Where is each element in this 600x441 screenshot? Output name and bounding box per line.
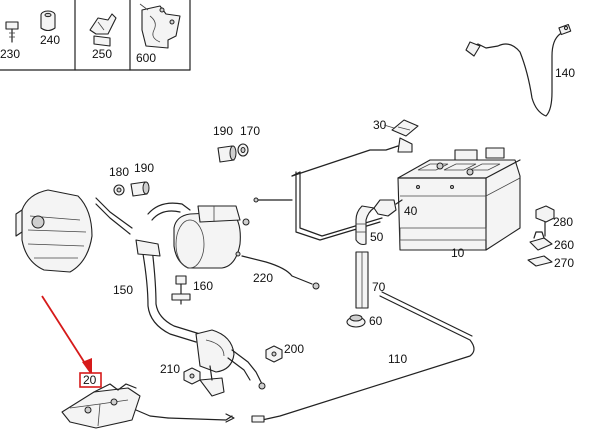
part-240-sleeve-icon[interactable] [40, 10, 56, 32]
label-180[interactable]: 180 [109, 165, 129, 179]
part-terminal-assembly[interactable] [195, 329, 266, 397]
part-260-clamp[interactable] [529, 231, 553, 251]
part-280-screw[interactable] [535, 205, 555, 237]
legend-label-230[interactable]: 230 [0, 47, 20, 61]
label-190-left[interactable]: 190 [134, 161, 154, 175]
part-110-long-cable[interactable] [251, 291, 475, 423]
label-40[interactable]: 40 [404, 204, 418, 218]
label-270[interactable]: 270 [554, 256, 574, 270]
label-220[interactable]: 220 [253, 271, 273, 285]
label-60[interactable]: 60 [369, 314, 383, 328]
part-160-bolt[interactable] [171, 275, 191, 305]
part-270-plate[interactable] [527, 255, 553, 267]
label-160[interactable]: 160 [193, 279, 213, 293]
part-positive-cable-routing[interactable] [253, 137, 413, 241]
label-280[interactable]: 280 [553, 215, 573, 229]
legend-label-600[interactable]: 600 [136, 51, 156, 65]
label-210[interactable]: 210 [160, 362, 180, 376]
part-140-ground-cable[interactable] [465, 23, 572, 117]
label-190-top[interactable]: 190 [213, 124, 233, 138]
label-110[interactable]: 110 [388, 352, 407, 366]
part-600-harness-icon[interactable] [139, 3, 181, 49]
legend-panel: 230 240 250 600 [0, 0, 191, 71]
part-250-clip-icon[interactable] [89, 13, 117, 47]
part-230-screw-icon[interactable] [5, 21, 19, 43]
part-60-grommet[interactable] [346, 314, 366, 328]
label-170[interactable]: 170 [240, 124, 260, 138]
label-140[interactable]: 140 [555, 66, 575, 80]
part-220-starter-cable[interactable] [241, 255, 320, 290]
part-30-bracket[interactable] [391, 119, 419, 137]
label-260[interactable]: 260 [554, 238, 574, 252]
label-10[interactable]: 10 [451, 246, 465, 260]
part-10-battery[interactable] [397, 147, 521, 251]
label-70[interactable]: 70 [372, 280, 386, 294]
part-50-terminal[interactable] [355, 205, 375, 246]
highlight-callout-20[interactable]: 20 [41, 295, 102, 388]
part-40-clamp[interactable] [373, 199, 403, 217]
part-150-alternator-cable[interactable] [95, 197, 201, 343]
legend-label-240[interactable]: 240 [40, 33, 60, 47]
label-150[interactable]: 150 [113, 283, 133, 297]
part-alternator[interactable] [15, 189, 93, 273]
part-70-connector[interactable] [355, 251, 369, 309]
part-210-nut[interactable] [183, 367, 201, 385]
label-20[interactable]: 20 [83, 373, 97, 387]
legend-label-250[interactable]: 250 [92, 47, 112, 61]
label-50[interactable]: 50 [370, 230, 384, 244]
part-180-sleeve[interactable] [113, 184, 125, 196]
part-200-nut[interactable] [265, 345, 283, 363]
label-30[interactable]: 30 [373, 118, 387, 132]
part-starter-motor[interactable] [147, 202, 250, 269]
label-200[interactable]: 200 [284, 342, 304, 356]
part-190-sleeve-left[interactable] [130, 181, 150, 197]
part-170-sleeve[interactable] [237, 143, 249, 157]
part-20-bracket[interactable] [61, 383, 235, 429]
part-190-sleeve-top[interactable] [217, 145, 237, 163]
